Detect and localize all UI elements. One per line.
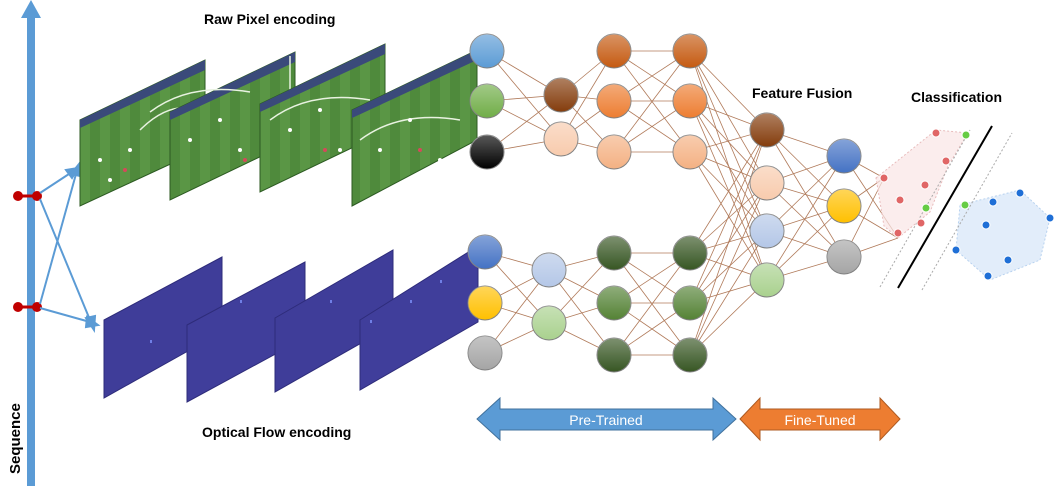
node-highlight <box>673 286 707 320</box>
connection-line <box>766 182 845 258</box>
class-b-region <box>955 189 1051 281</box>
connection-line <box>689 100 768 232</box>
frame-sample-top <box>13 191 42 201</box>
classification-label: Classification <box>911 89 1002 105</box>
node-highlight <box>597 236 631 270</box>
optical-flow-label: Optical Flow encoding <box>202 424 351 440</box>
node-highlight <box>468 235 502 269</box>
raw-frame-4 <box>351 49 478 207</box>
node-highlight <box>544 78 578 112</box>
connection-line <box>689 129 768 304</box>
class-b-point <box>983 271 993 281</box>
sample-arrows <box>39 161 101 333</box>
class-a-point <box>920 180 930 190</box>
node-highlight <box>750 214 784 248</box>
support-vector-point <box>961 130 971 140</box>
connection-line <box>689 50 768 184</box>
connection-line <box>689 100 768 281</box>
node-highlight <box>673 135 707 169</box>
connection-line <box>486 50 562 140</box>
flow-frame-4 <box>359 245 479 391</box>
connection-line <box>689 230 768 304</box>
connection-line <box>766 155 845 232</box>
class-a-point <box>916 218 926 228</box>
connection-line <box>689 129 768 356</box>
fine-tuned-label: Fine-Tuned <box>784 412 855 428</box>
connection-line <box>613 50 691 153</box>
node-highlight <box>597 338 631 372</box>
node-highlight <box>673 236 707 270</box>
connection-line <box>766 155 845 281</box>
classification-panel <box>875 125 1055 291</box>
frame-sample-bottom <box>13 302 42 312</box>
class-a-point <box>879 173 889 183</box>
pre-trained-arrow: Pre-Trained <box>476 396 737 442</box>
node-highlight <box>750 113 784 147</box>
support-vector-point <box>921 203 931 213</box>
connection-line <box>689 230 768 356</box>
node-highlight <box>470 84 504 118</box>
class-b-point <box>1003 255 1013 265</box>
node-highlight <box>597 84 631 118</box>
node-highlight <box>597 34 631 68</box>
connection-line <box>689 129 768 254</box>
network-nodes <box>467 33 862 373</box>
node-highlight <box>532 253 566 287</box>
connection-line <box>689 50 768 131</box>
node-highlight <box>827 139 861 173</box>
node-highlight <box>597 135 631 169</box>
node-highlight <box>750 166 784 200</box>
class-a-point <box>893 228 903 238</box>
connection-line <box>548 269 615 356</box>
connection-line <box>766 205 845 281</box>
feature-fusion-label: Feature Fusion <box>752 85 852 101</box>
node-highlight <box>597 286 631 320</box>
class-b-point <box>981 220 991 230</box>
node-highlight <box>827 189 861 223</box>
class-b-point <box>1045 213 1055 223</box>
node-highlight <box>532 306 566 340</box>
class-a-point <box>941 156 951 166</box>
raw-pixel-label: Raw Pixel encoding <box>204 11 335 27</box>
node-highlight <box>468 336 502 370</box>
class-a-point <box>931 128 941 138</box>
support-vector-point <box>960 200 970 210</box>
connection-line <box>689 100 768 184</box>
sequence-label: Sequence <box>7 403 24 474</box>
class-points <box>879 128 1055 281</box>
node-highlight <box>673 34 707 68</box>
raw-pixel-frames <box>79 43 478 207</box>
fine-tuned-arrow: Fine-Tuned <box>739 396 901 442</box>
connection-line <box>766 129 845 207</box>
optical-flow-frames <box>103 245 479 403</box>
connection-line <box>689 279 768 356</box>
node-highlight <box>827 240 861 274</box>
pre-trained-label: Pre-Trained <box>569 412 642 428</box>
node-highlight <box>470 34 504 68</box>
sequence-axis <box>21 0 41 486</box>
class-b-point <box>951 245 961 255</box>
class-a-point <box>895 195 905 205</box>
class-b-point <box>988 197 998 207</box>
node-highlight <box>470 135 504 169</box>
node-highlight <box>673 338 707 372</box>
connection-line <box>613 252 691 356</box>
node-highlight <box>673 84 707 118</box>
connection-line <box>689 182 768 356</box>
decision-boundary <box>897 125 993 289</box>
class-b-point <box>1015 188 1025 198</box>
node-highlight <box>750 263 784 297</box>
node-highlight <box>468 286 502 320</box>
node-highlight <box>544 122 578 156</box>
